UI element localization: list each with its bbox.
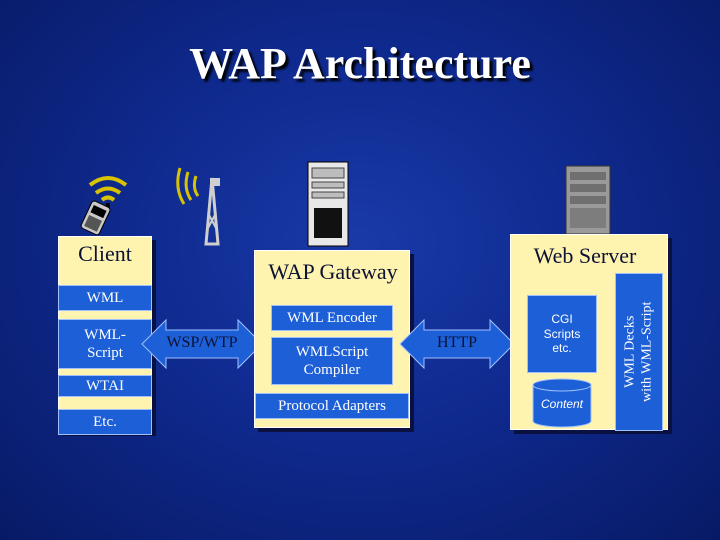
wsp-wtp-label: WSP/WTP	[166, 334, 238, 351]
wml-decks-label: WML Decks with WML-Script	[622, 301, 654, 403]
gateway-item-protocol-adapters: Protocol Adapters	[255, 393, 409, 419]
content-database-icon	[532, 378, 592, 428]
client-item-wmlscript: WML- Script	[58, 319, 152, 369]
server-panel: Web Server CGI Scripts etc. Content WML …	[510, 234, 668, 431]
antenna-tower-icon	[176, 167, 220, 246]
gateway-item-label: Protocol Adapters	[278, 398, 386, 414]
client-panel: Client WML WML- Script WTAI Etc.	[58, 236, 152, 435]
slide-title: WAP Architecture	[189, 39, 531, 88]
gateway-item-label: WMLScript Compiler	[295, 344, 369, 378]
wml-decks-box: WML Decks with WML-Script	[615, 273, 663, 431]
client-item-etc: Etc.	[58, 409, 152, 435]
client-item-label: WML	[86, 290, 124, 306]
phone-icon	[80, 176, 128, 235]
client-label: Client	[78, 241, 132, 266]
client-item-wtai: WTAI	[58, 375, 152, 397]
client-item-wml: WML	[58, 285, 152, 311]
server-cgi-scripts: CGI Scripts etc.	[527, 295, 597, 373]
client-item-label: WTAI	[86, 378, 124, 394]
http-label: HTTP	[437, 334, 477, 351]
web-server-icon	[565, 165, 611, 235]
content-label: Content	[540, 397, 584, 411]
gateway-panel: WAP Gateway WML Encoder WMLScript Compil…	[254, 250, 410, 428]
client-item-label: Etc.	[93, 414, 117, 430]
server-cgi-label: CGI Scripts etc.	[543, 312, 581, 356]
gateway-label: WAP Gateway	[268, 259, 398, 284]
gateway-item-label: WML Encoder	[287, 310, 377, 326]
server-label: Web Server	[533, 243, 637, 268]
gateway-server-icon	[307, 161, 349, 247]
gateway-item-wmlscript-compiler: WMLScript Compiler	[271, 337, 393, 385]
client-item-label: WML- Script	[84, 327, 126, 361]
gateway-item-wml-encoder: WML Encoder	[271, 305, 393, 331]
